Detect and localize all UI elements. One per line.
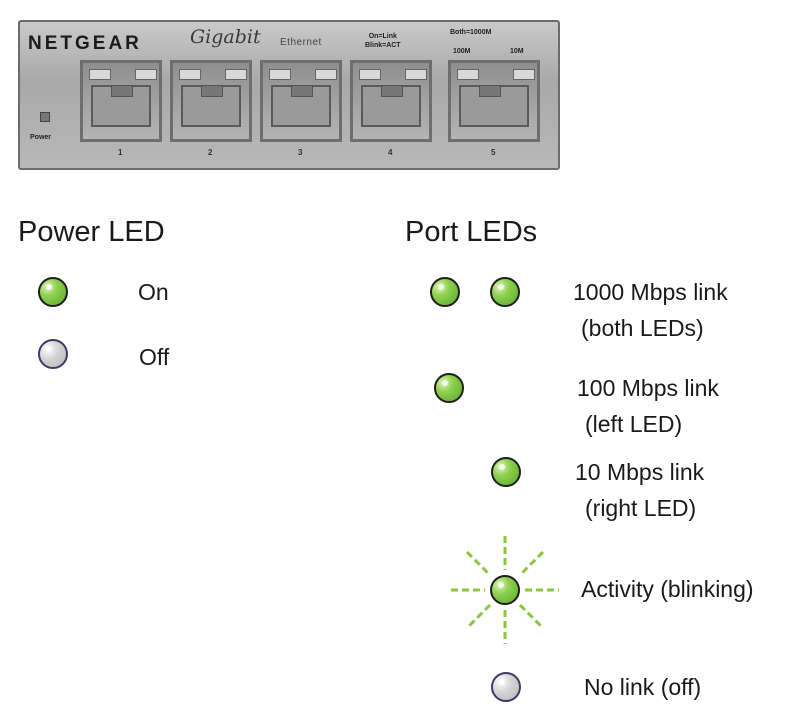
- ethernet-port-4: [350, 60, 432, 142]
- series-logo: Gigabit: [190, 26, 261, 48]
- port-led-left: [359, 69, 381, 80]
- port-1000-sublabel: (both LEDs): [581, 315, 704, 341]
- led-on-icon: [38, 277, 68, 307]
- led-on-icon: [430, 277, 460, 307]
- panel-label-100m: 100M: [453, 48, 471, 55]
- port-number: 3: [298, 148, 303, 157]
- power-indicator: [40, 112, 50, 122]
- rj45-jack: [91, 85, 151, 127]
- rj45-jack: [271, 85, 331, 127]
- port-10-label: 10 Mbps link: [575, 459, 705, 485]
- power-off-label: Off: [139, 344, 170, 370]
- panel-legend-speed: Both=1000M: [450, 29, 492, 36]
- led-blinking-icon: [490, 575, 520, 605]
- brand-logo: NETGEAR: [28, 33, 142, 54]
- power-on-label: On: [138, 279, 169, 305]
- switch-front-panel: NETGEAR Gigabit Ethernet On=Link Blink=A…: [18, 20, 560, 170]
- port-led-right: [225, 69, 247, 80]
- led-on-icon: [490, 277, 520, 307]
- led-off-icon: [491, 672, 521, 702]
- panel-legend-link: On=Link Blink=ACT: [365, 33, 401, 49]
- ethernet-port-2: [170, 60, 252, 142]
- port-led-right: [405, 69, 427, 80]
- port-number: 1: [118, 148, 123, 157]
- port-led-right: [513, 69, 535, 80]
- port-number: 5: [491, 148, 496, 157]
- port-activity-label: Activity (blinking): [581, 576, 754, 602]
- ethernet-port-3: [260, 60, 342, 142]
- port-100-label: 100 Mbps link: [577, 375, 719, 401]
- port-led-right: [315, 69, 337, 80]
- port-led-left: [269, 69, 291, 80]
- power-led-heading: Power LED: [18, 216, 165, 248]
- ethernet-port-1: [80, 60, 162, 142]
- activity-rays-icon: [451, 536, 559, 644]
- rj45-jack: [459, 85, 529, 127]
- port-number: 2: [208, 148, 213, 157]
- led-on-icon: [491, 457, 521, 487]
- port-number: 4: [388, 148, 393, 157]
- series-subtitle: Ethernet: [280, 37, 322, 48]
- led-off-icon: [38, 339, 68, 369]
- power-label: Power: [30, 134, 52, 141]
- port-led-left: [179, 69, 201, 80]
- port-nolink-label: No link (off): [584, 674, 702, 700]
- port-leds-heading: Port LEDs: [405, 216, 538, 248]
- panel-label-10m: 10M: [510, 48, 524, 55]
- port-1000-label: 1000 Mbps link: [573, 279, 728, 305]
- port-100-sublabel: (left LED): [585, 411, 683, 437]
- led-on-icon: [434, 373, 464, 403]
- rj45-jack: [361, 85, 421, 127]
- port-10-sublabel: (right LED): [585, 495, 697, 521]
- ethernet-port-5: [448, 60, 540, 142]
- port-led-left: [457, 69, 479, 80]
- port-led-right: [135, 69, 157, 80]
- rj45-jack: [181, 85, 241, 127]
- port-led-left: [89, 69, 111, 80]
